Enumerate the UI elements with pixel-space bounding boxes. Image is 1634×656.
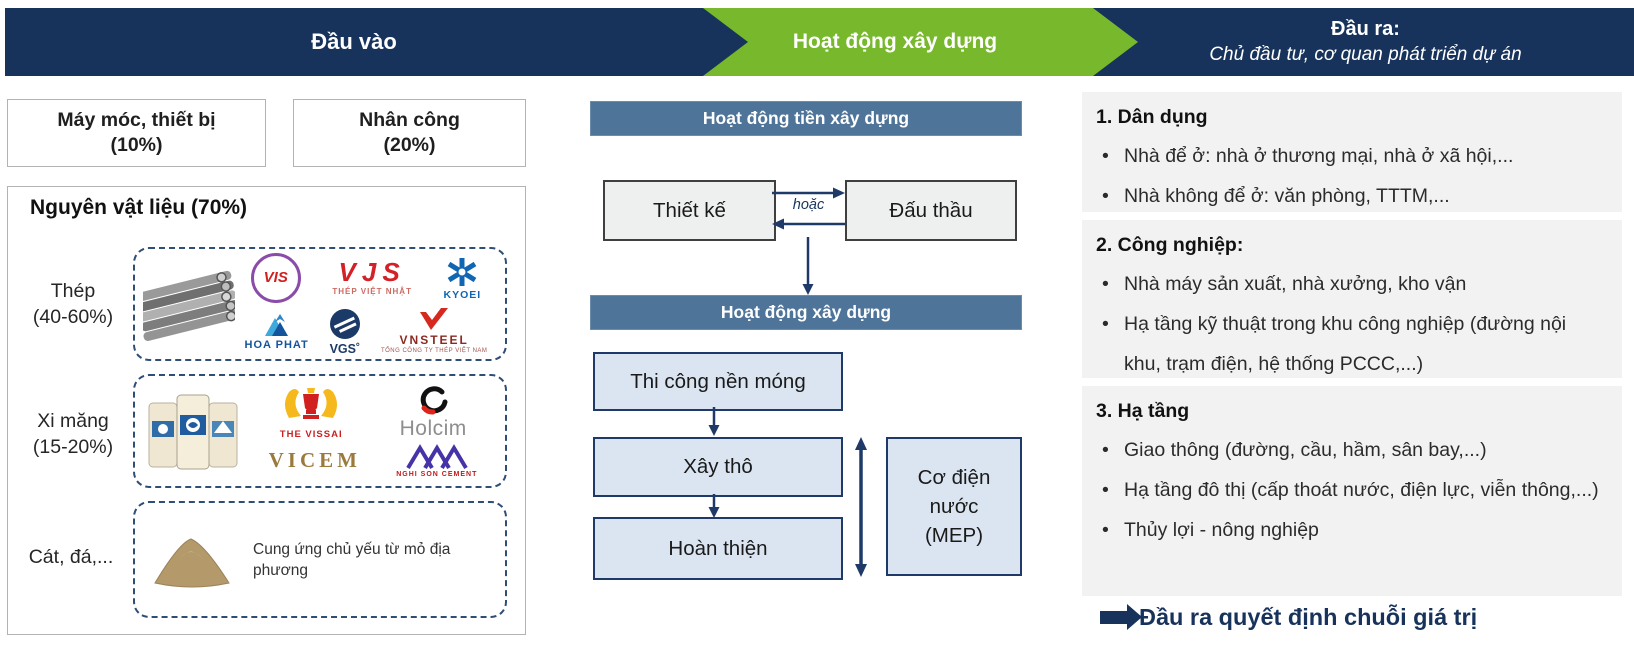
mep-label: Cơ điện nước (MEP) <box>917 466 991 547</box>
banner-input-label: Đầu vào <box>311 29 397 54</box>
vis-label: VIS <box>263 269 288 287</box>
cement-suppliers-box: THE VISSAI Holcim VICEM <box>133 374 507 488</box>
cement-pct: (15-20%) <box>32 436 114 458</box>
holcim-logo: Holcim <box>399 385 467 440</box>
vissai-logo: THE VISSAI <box>279 384 343 440</box>
kyoei-label: KYOEI <box>443 288 482 301</box>
hoaphat-label: HOA PHAT <box>244 338 309 351</box>
nghison-label: NGHI SON CEMENT <box>396 470 478 478</box>
sand-supply-box: Cung ứng chủ yếu từ mỏ địa phương <box>133 501 507 618</box>
labor-box: Nhân công (20%) <box>293 99 526 167</box>
cement-label: Xi măng <box>37 410 109 432</box>
finish-step-box: Hoàn thiện <box>593 517 843 580</box>
section-title: 3. Hạ tầng <box>1096 400 1190 422</box>
vicem-label: VICEM <box>268 448 361 473</box>
labor-pct: (20%) <box>383 134 436 156</box>
section-title: 2. Công nghiệp: <box>1096 234 1244 256</box>
vnsteel-label: VNSTEEL <box>399 333 469 347</box>
bullet-item: Nhà máy sản xuất, nhà xưởng, kho vận <box>1096 264 1608 304</box>
cement-logo-row-2: VICEM NGHI SON CEMENT <box>251 443 495 478</box>
finish-step-label: Hoàn thiện <box>668 536 768 560</box>
sand-note: Cung ứng chủ yếu từ mỏ địa phương <box>253 540 451 579</box>
banner-construction-label: Hoạt động xây dựng <box>792 30 998 53</box>
pre-construction-header-label: Hoạt động tiền xây dựng <box>702 108 910 128</box>
conclusion-line: Đầu ra quyết định chuỗi giá trị <box>1100 604 1477 631</box>
design-box: Thiết kế <box>603 180 776 241</box>
construction-header-label: Hoạt động xây dựng <box>720 302 892 322</box>
foundation-step-label: Thi công nền móng <box>630 369 806 393</box>
right-arrow-icon <box>1100 604 1142 630</box>
sand-label: Cát, đá,... <box>28 546 114 568</box>
output-section-residential: 1. Dân dụng Nhà để ở: nhà ở thương mại, … <box>1082 92 1622 216</box>
rough-step-label: Xây thô <box>683 455 753 478</box>
vjs-label: VJS <box>338 257 406 288</box>
vgs-label: VGS˚ <box>329 341 361 356</box>
kyoei-star-icon <box>448 257 477 286</box>
banner-output-subtitle: Chủ đầu tư, cơ quan phát triển dự án <box>1209 44 1522 65</box>
nghison-logo: NGHI SON CEMENT <box>396 443 478 478</box>
machinery-pct: (10%) <box>110 134 163 156</box>
rough-step-box: Xây thô <box>593 437 843 497</box>
holcim-label: Holcim <box>399 416 467 440</box>
design-label: Thiết kế <box>653 198 726 222</box>
banner-input: Đầu vào <box>5 8 748 76</box>
bullet-item: Nhà để ở: nhà ở thương mại, nhà ở xã hội… <box>1096 136 1608 176</box>
steel-logo-row-2: HOA PHAT VGS˚ VNSTEEL TỔNG CÔNG TY THÉP … <box>235 307 497 356</box>
bullet-item: Thủy lợi - nông nghiệp <box>1096 510 1608 550</box>
bullet-item: Nhà không để ở: văn phòng, TTTM,... <box>1096 176 1608 216</box>
vgs-icon <box>329 308 360 339</box>
machinery-label: Máy móc, thiết bị <box>57 109 216 131</box>
vicem-logo: VICEM <box>269 450 361 471</box>
construction-header: Hoạt động xây dựng <box>590 295 1022 330</box>
vnsteel-sublabel: TỔNG CÔNG TY THÉP VIỆT NAM <box>380 348 488 354</box>
steel-bars-image <box>143 270 235 341</box>
sand-row-label: Cát, đá,... <box>10 544 132 570</box>
conclusion-text: Đầu ra quyết định chuỗi giá trị <box>1139 604 1478 630</box>
cement-bags-image <box>148 394 238 470</box>
sand-pile-image <box>154 537 230 587</box>
bullet-item: Giao thông (đường, cầu, hầm, sân bay,...… <box>1096 430 1608 470</box>
cement-logo-grid: THE VISSAI Holcim VICEM <box>251 384 495 478</box>
vjs-sublabel: THÉP VIỆT NHẬT <box>332 287 412 297</box>
vissai-emblem-icon <box>285 388 338 420</box>
bidding-label: Đấu thầu <box>889 198 973 222</box>
bullet-item: Hạ tầng đô thị (cấp thoát nước, điện lực… <box>1096 470 1608 510</box>
vnsteel-icon <box>420 308 449 330</box>
materials-title: Nguyên vật liệu (70%) <box>30 196 248 219</box>
steel-suppliers-box: VIS VJS THÉP VIỆT NHẬT KYOEI <box>133 247 507 361</box>
kyoei-logo: KYOEI <box>444 256 482 301</box>
hoaphat-icon <box>264 313 288 336</box>
cement-row-label: Xi măng (15-20%) <box>14 408 132 460</box>
vgs-logo: VGS˚ <box>328 307 362 356</box>
output-section-industrial: 2. Công nghiệp: Nhà máy sản xuất, nhà xư… <box>1082 220 1622 378</box>
or-label: hoặc <box>792 197 825 213</box>
steel-logo-row-1: VIS VJS THÉP VIỆT NHẬT KYOEI <box>235 252 497 303</box>
machinery-box: Máy móc, thiết bị (10%) <box>7 99 266 167</box>
bidding-box: Đấu thầu <box>845 180 1017 241</box>
holcim-icon <box>420 385 448 414</box>
pre-construction-header: Hoạt động tiền xây dựng <box>590 101 1022 136</box>
steel-label: Thép <box>50 280 96 302</box>
vnsteel-logo: VNSTEEL TỔNG CÔNG TY THÉP VIỆT NAM <box>381 308 487 354</box>
section-title: 1. Dân dụng <box>1096 106 1208 128</box>
vissai-label: THE VISSAI <box>279 429 343 441</box>
output-section-infrastructure: 3. Hạ tầng Giao thông (đường, cầu, hầm, … <box>1082 386 1622 596</box>
bullet-item: Hạ tầng kỹ thuật trong khu công nghiệp (… <box>1096 304 1608 384</box>
hoaphat-logo: HOA PHAT <box>245 312 309 351</box>
banner-output-title: Đầu ra: <box>1331 18 1400 40</box>
vis-ring-icon: VIS <box>250 252 301 303</box>
labor-label: Nhân công <box>359 109 460 131</box>
steel-logo-grid: VIS VJS THÉP VIỆT NHẬT KYOEI <box>235 252 497 356</box>
vis-logo: VIS <box>250 252 301 303</box>
foundation-step-box: Thi công nền móng <box>593 352 843 411</box>
nghison-mountains-icon <box>406 443 468 469</box>
steel-pct: (40-60%) <box>32 306 114 328</box>
vjs-logo: VJS THÉP VIỆT NHẬT <box>332 259 412 296</box>
mep-box: Cơ điện nước (MEP) <box>886 437 1022 576</box>
cement-logo-row-1: THE VISSAI Holcim <box>251 384 495 440</box>
steel-row-label: Thép (40-60%) <box>14 278 132 330</box>
